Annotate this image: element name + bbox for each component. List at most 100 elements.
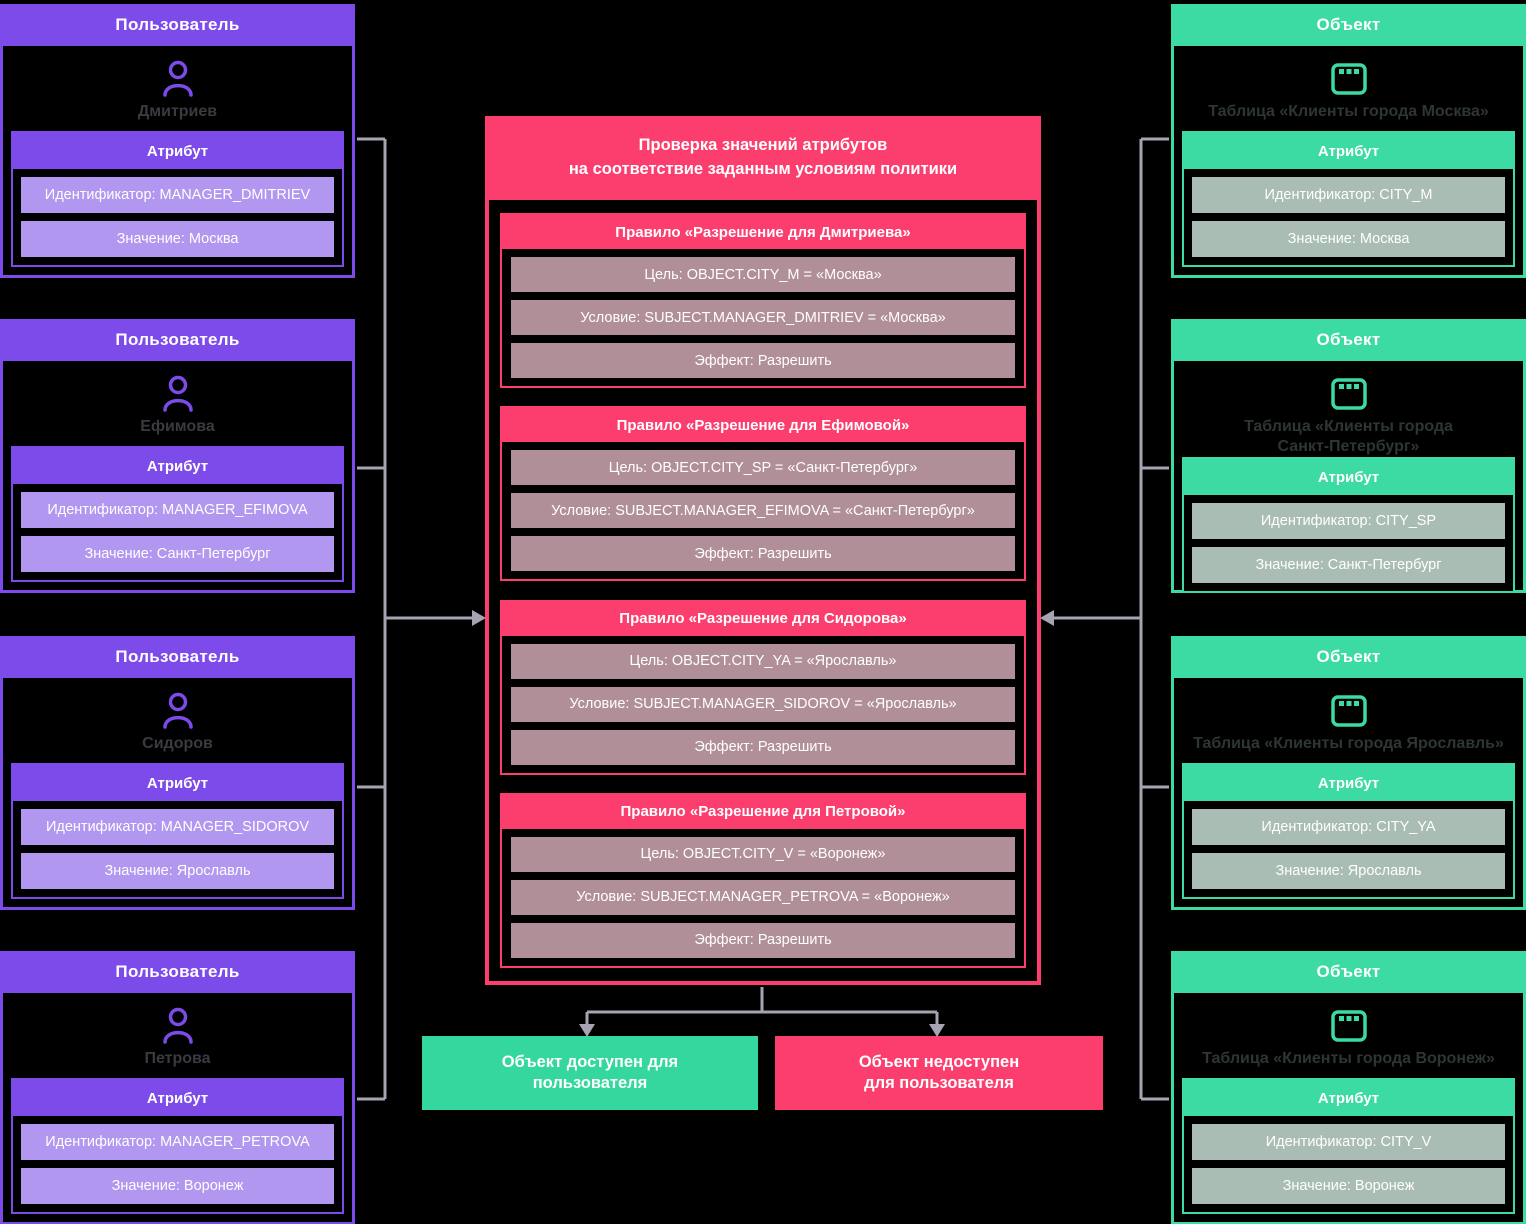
rule-condition: Условие: SUBJECT.MANAGER_PETROVA = «Воро… bbox=[511, 879, 1015, 915]
table-icon bbox=[1330, 378, 1367, 410]
attribute-box: Атрибут Идентификатор: MANAGER_SIDOROV З… bbox=[11, 763, 344, 899]
user-name: Дмитриев bbox=[137, 103, 218, 120]
user-name: Сидоров bbox=[142, 735, 213, 752]
attribute-rows: Идентификатор: MANAGER_PETROVA Значение:… bbox=[13, 1116, 342, 1212]
user-card-title: Пользователь bbox=[0, 636, 355, 678]
user-card-efimova: Пользователь Ефимова Атрибут Идентификат… bbox=[0, 319, 355, 593]
attribute-box: Атрибут Идентификатор: MANAGER_PETROVA З… bbox=[11, 1078, 344, 1214]
outcome-access-denied: Объект недоступен для пользователя bbox=[775, 1036, 1103, 1110]
rule-target: Цель: OBJECT.CITY_V = «Воронеж» bbox=[511, 836, 1015, 872]
object-name: Таблица «Клиенты города Москва» bbox=[1208, 103, 1489, 120]
attribute-value: Значение: Москва bbox=[21, 221, 334, 257]
object-name: Таблица «Клиенты города Воронеж» bbox=[1202, 1050, 1495, 1067]
rule-header: Правило «Разрешение для Петровой» bbox=[502, 794, 1024, 829]
attribute-header: Атрибут bbox=[1184, 765, 1513, 801]
attribute-identifier: Идентификатор: CITY_M bbox=[1192, 177, 1505, 213]
attribute-value: Значение: Санкт-Петербург bbox=[21, 536, 334, 572]
attribute-value: Значение: Ярославль bbox=[21, 853, 334, 889]
attribute-header: Атрибут bbox=[1184, 1080, 1513, 1116]
object-card-body: Таблица «Клиенты города Москва» Атрибут … bbox=[1171, 46, 1526, 278]
object-card-body: Таблица «Клиенты города Воронеж» Атрибут… bbox=[1171, 993, 1526, 1224]
attribute-header: Атрибут bbox=[13, 133, 342, 169]
rule-effect: Эффект: Разрешить bbox=[511, 729, 1015, 765]
attribute-value: Значение: Санкт-Петербург bbox=[1192, 547, 1505, 583]
policy-check-panel: Проверка значений атрибутов на соответст… bbox=[485, 116, 1041, 985]
rule-header: Правило «Разрешение для Дмитриева» bbox=[502, 215, 1024, 249]
user-card-dmitriev: Пользователь Дмитриев Атрибут Идентифика… bbox=[0, 4, 355, 278]
rule-effect: Эффект: Разрешить bbox=[511, 343, 1015, 378]
object-card-title: Объект bbox=[1171, 951, 1526, 993]
rule-rows: Цель: OBJECT.CITY_V = «Воронеж» Условие:… bbox=[502, 828, 1024, 966]
attribute-header: Атрибут bbox=[13, 765, 342, 801]
object-name: Таблица «Клиенты города Санкт-Петербург» bbox=[1244, 418, 1453, 455]
attribute-box: Атрибут Идентификатор: CITY_V Значение: … bbox=[1182, 1078, 1515, 1214]
object-card-title: Объект bbox=[1171, 4, 1526, 46]
attribute-rows: Идентификатор: CITY_V Значение: Воронеж bbox=[1184, 1116, 1513, 1212]
rule-rows: Цель: OBJECT.CITY_M = «Москва» Условие: … bbox=[502, 249, 1024, 386]
attribute-value: Значение: Ярославль bbox=[1192, 853, 1505, 889]
user-card-title: Пользователь bbox=[0, 951, 355, 993]
policy-panel-title: Проверка значений атрибутов на соответст… bbox=[568, 136, 958, 178]
user-card-body: Ефимова Атрибут Идентификатор: MANAGER_E… bbox=[0, 361, 355, 593]
table-icon bbox=[1330, 63, 1367, 95]
object-card-title: Объект bbox=[1171, 319, 1526, 361]
attribute-box: Атрибут Идентификатор: CITY_YA Значение:… bbox=[1182, 763, 1515, 899]
attribute-box: Атрибут Идентификатор: MANAGER_EFIMOVA З… bbox=[11, 446, 344, 582]
user-card-title: Пользователь bbox=[0, 4, 355, 46]
rule-rows: Цель: OBJECT.CITY_SP = «Санкт-Петербург»… bbox=[502, 442, 1024, 580]
user-name: Ефимова bbox=[140, 418, 215, 435]
user-icon bbox=[162, 60, 193, 97]
object-card-yaroslavl: Объект Таблица «Клиенты города Ярославль… bbox=[1171, 636, 1526, 910]
user-card-body: Дмитриев Атрибут Идентификатор: MANAGER_… bbox=[0, 46, 355, 278]
rule-dmitriev: Правило «Разрешение для Дмитриева» Цель:… bbox=[500, 213, 1026, 388]
rule-condition: Условие: SUBJECT.MANAGER_DMITRIEV = «Мос… bbox=[511, 300, 1015, 335]
rule-efimova: Правило «Разрешение для Ефимовой» Цель: … bbox=[500, 406, 1026, 582]
arrowhead-to-policy-right bbox=[1040, 610, 1054, 626]
attribute-rows: Идентификатор: CITY_M Значение: Москва bbox=[1184, 169, 1513, 265]
attribute-rows: Идентификатор: CITY_SP Значение: Санкт-П… bbox=[1184, 495, 1513, 591]
table-icon bbox=[1330, 1010, 1367, 1042]
object-card-title: Объект bbox=[1171, 636, 1526, 678]
attribute-identifier: Идентификатор: MANAGER_SIDOROV bbox=[21, 809, 334, 845]
attribute-rows: Идентификатор: MANAGER_DMITRIEV Значение… bbox=[13, 169, 342, 265]
attribute-header: Атрибут bbox=[13, 448, 342, 484]
user-icon bbox=[162, 1007, 193, 1044]
policy-rules-container: Правило «Разрешение для Дмитриева» Цель:… bbox=[489, 200, 1037, 981]
attribute-identifier: Идентификатор: MANAGER_EFIMOVA bbox=[21, 492, 334, 528]
user-card-petrova: Пользователь Петрова Атрибут Идентификат… bbox=[0, 951, 355, 1224]
object-card-spb: Объект Таблица «Клиенты города Санкт-Пет… bbox=[1171, 319, 1526, 593]
user-card-body: Петрова Атрибут Идентификатор: MANAGER_P… bbox=[0, 993, 355, 1224]
attribute-value: Значение: Воронеж bbox=[21, 1168, 334, 1204]
attribute-box: Атрибут Идентификатор: CITY_M Значение: … bbox=[1182, 131, 1515, 267]
object-card-moscow: Объект Таблица «Клиенты города Москва» А… bbox=[1171, 4, 1526, 278]
attribute-rows: Идентификатор: CITY_YA Значение: Ярослав… bbox=[1184, 801, 1513, 897]
attribute-header: Атрибут bbox=[1184, 459, 1513, 495]
rule-header: Правило «Разрешение для Ефимовой» bbox=[502, 408, 1024, 443]
attribute-identifier: Идентификатор: MANAGER_DMITRIEV bbox=[21, 177, 334, 213]
object-card-voronezh: Объект Таблица «Клиенты города Воронеж» … bbox=[1171, 951, 1526, 1224]
outcome-access-granted: Объект доступен для пользователя bbox=[422, 1036, 758, 1110]
attribute-value: Значение: Москва bbox=[1192, 221, 1505, 257]
user-card-body: Сидоров Атрибут Идентификатор: MANAGER_S… bbox=[0, 678, 355, 910]
object-name: Таблица «Клиенты города Ярославль» bbox=[1193, 735, 1504, 752]
user-card-sidorov: Пользователь Сидоров Атрибут Идентификат… bbox=[0, 636, 355, 910]
arrowhead-to-policy-left bbox=[472, 610, 486, 626]
attribute-header: Атрибут bbox=[13, 1080, 342, 1116]
rule-target: Цель: OBJECT.CITY_M = «Москва» bbox=[511, 257, 1015, 292]
rule-target: Цель: OBJECT.CITY_YA = «Ярославль» bbox=[511, 643, 1015, 679]
user-name: Петрова bbox=[144, 1050, 211, 1067]
rule-target: Цель: OBJECT.CITY_SP = «Санкт-Петербург» bbox=[511, 450, 1015, 486]
object-card-body: Таблица «Клиенты города Санкт-Петербург»… bbox=[1171, 361, 1526, 593]
rule-effect: Эффект: Разрешить bbox=[511, 536, 1015, 572]
user-icon bbox=[162, 692, 193, 729]
attribute-value: Значение: Воронеж bbox=[1192, 1168, 1505, 1204]
attribute-rows: Идентификатор: MANAGER_SIDOROV Значение:… bbox=[13, 801, 342, 897]
attribute-identifier: Идентификатор: CITY_YA bbox=[1192, 809, 1505, 845]
attribute-box: Атрибут Идентификатор: MANAGER_DMITRIEV … bbox=[11, 131, 344, 267]
attribute-identifier: Идентификатор: MANAGER_PETROVA bbox=[21, 1124, 334, 1160]
rule-condition: Условие: SUBJECT.MANAGER_EFIMOVA = «Санк… bbox=[511, 493, 1015, 529]
rule-sidorov: Правило «Разрешение для Сидорова» Цель: … bbox=[500, 599, 1026, 775]
rule-rows: Цель: OBJECT.CITY_YA = «Ярославль» Услов… bbox=[502, 635, 1024, 773]
rule-effect: Эффект: Разрешить bbox=[511, 922, 1015, 958]
